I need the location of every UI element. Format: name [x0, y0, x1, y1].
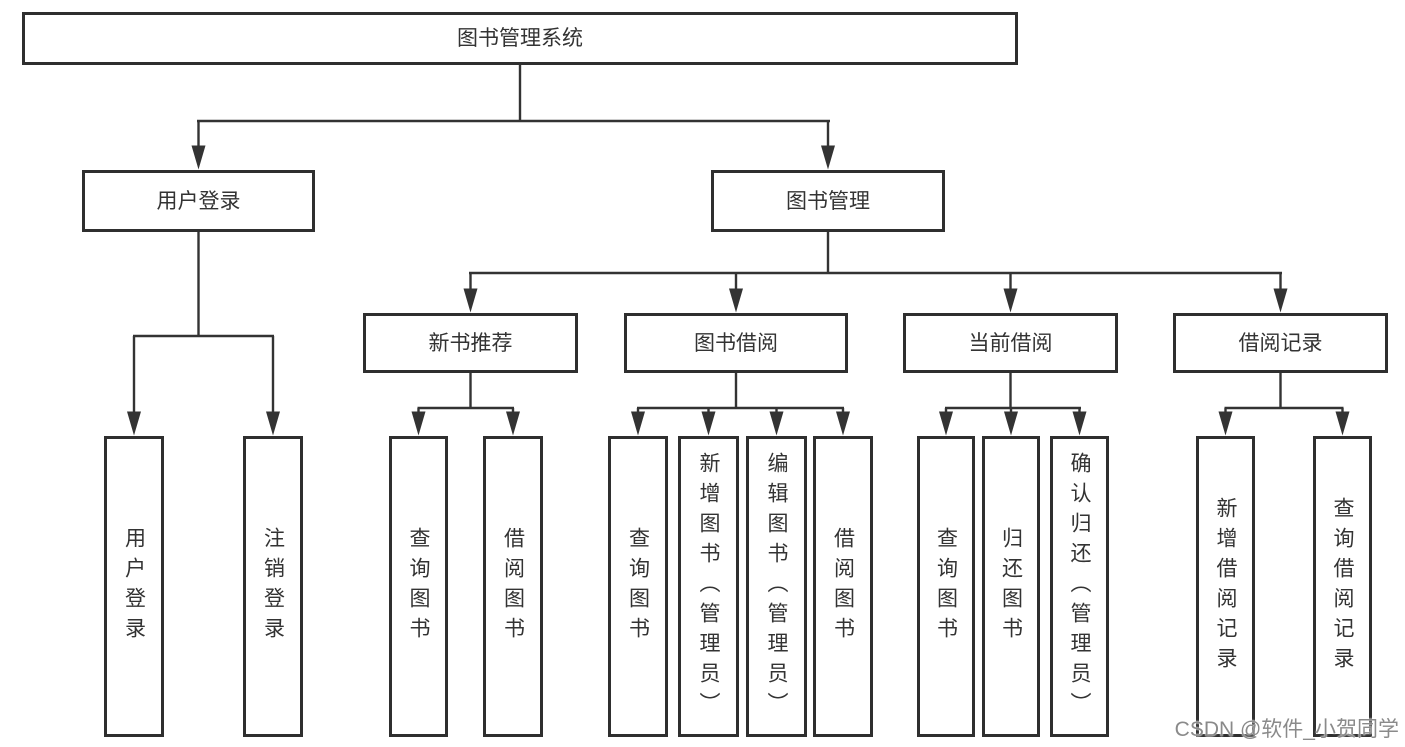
node-new-book-recommend: 新书推荐 — [363, 313, 578, 373]
leaf-query-borrow-record: 查询借阅记录 — [1313, 436, 1372, 737]
leaf-user-login: 用户登录 — [104, 436, 164, 737]
leaf-add-borrow-record: 新增借阅记录 — [1196, 436, 1255, 737]
node-book-management: 图书管理 — [711, 170, 945, 232]
leaf-query-books-1: 查询图书 — [389, 436, 448, 737]
leaf-return-book: 归还图书 — [982, 436, 1040, 737]
node-new-book-recommend-label: 新书推荐 — [428, 331, 513, 355]
node-current-borrow: 当前借阅 — [903, 313, 1118, 373]
node-book-borrow: 图书借阅 — [624, 313, 848, 373]
leaf-confirm-return-admin: 确认归还（管理员） — [1050, 436, 1109, 737]
leaf-query-books-1-label: 查询图书 — [407, 526, 430, 647]
node-root-label: 图书管理系统 — [457, 27, 583, 50]
leaf-query-books-2-label: 查询图书 — [626, 526, 650, 647]
leaf-query-books-2: 查询图书 — [608, 436, 668, 737]
node-current-borrow-label: 当前借阅 — [968, 331, 1053, 355]
leaf-borrow-books-2-label: 借阅图书 — [831, 526, 855, 647]
node-user-login: 用户登录 — [82, 170, 315, 232]
arrowheads — [127, 145, 1350, 436]
leaf-add-book-admin-label: 新增图书（管理员） — [697, 451, 720, 722]
leaf-query-books-3: 查询图书 — [917, 436, 975, 737]
node-borrow-records: 借阅记录 — [1173, 313, 1388, 373]
leaf-edit-book-admin-label: 编辑图书（管理员） — [765, 451, 788, 722]
node-book-borrow-label: 图书借阅 — [694, 331, 778, 355]
leaf-add-borrow-record-label: 新增借阅记录 — [1214, 496, 1237, 677]
leaf-add-book-admin: 新增图书（管理员） — [678, 436, 739, 737]
leaf-borrow-books-1-label: 借阅图书 — [501, 526, 525, 647]
leaf-logout-login: 注销登录 — [243, 436, 303, 737]
leaf-query-borrow-record-label: 查询借阅记录 — [1331, 496, 1354, 677]
node-borrow-records-label: 借阅记录 — [1238, 331, 1323, 355]
leaf-logout-login-label: 注销登录 — [261, 526, 285, 647]
leaf-query-books-3-label: 查询图书 — [934, 526, 958, 647]
leaf-return-book-label: 归还图书 — [999, 526, 1023, 647]
node-book-management-label: 图书管理 — [786, 189, 870, 213]
leaf-edit-book-admin: 编辑图书（管理员） — [746, 436, 807, 737]
node-user-login-label: 用户登录 — [156, 189, 241, 213]
node-root: 图书管理系统 — [22, 12, 1018, 65]
leaf-borrow-books-2: 借阅图书 — [813, 436, 873, 737]
leaf-user-login-label: 用户登录 — [122, 526, 146, 647]
leaf-confirm-return-admin-label: 确认归还（管理员） — [1068, 451, 1091, 722]
csdn-watermark: CSDN @软件_小贺同学 — [1174, 718, 1399, 741]
leaf-borrow-books-1: 借阅图书 — [483, 436, 543, 737]
